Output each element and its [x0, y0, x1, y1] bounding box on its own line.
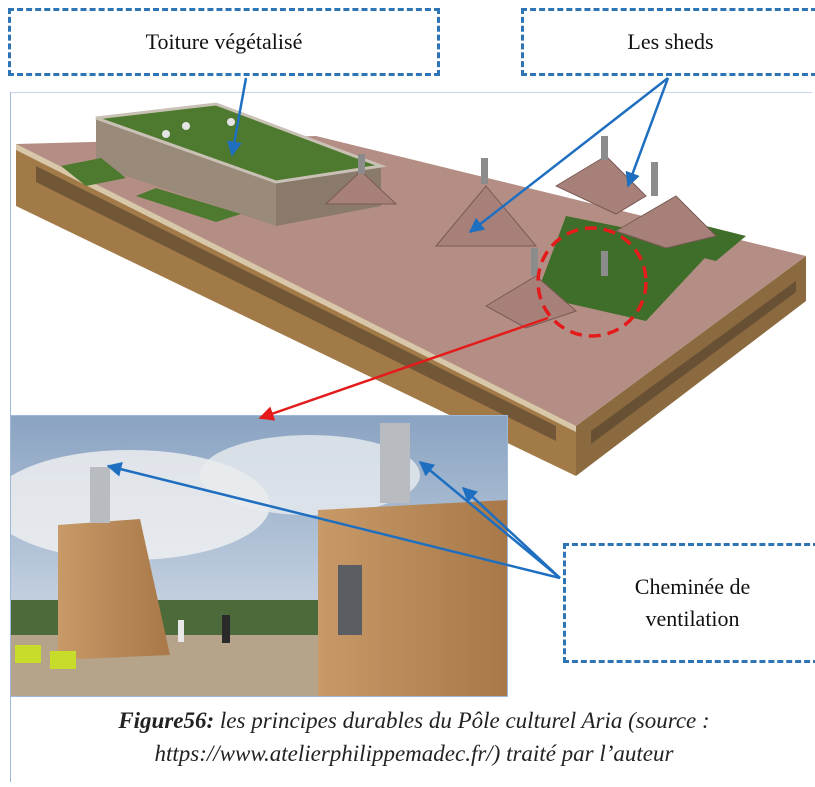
- label-ventilation-chimney: Cheminée de ventilation: [563, 543, 815, 663]
- green-strip-left: [61, 158, 126, 186]
- green-strip-mid: [136, 188, 241, 222]
- label-sheds: Les sheds: [521, 8, 815, 76]
- figure-caption-lead: Figure56:: [118, 708, 215, 733]
- label-green-roof-text: Toiture végétalisé: [145, 29, 303, 55]
- figure-caption-text: les principes durables du Pôle culturel …: [154, 708, 710, 767]
- right-chimney-pipe: [380, 423, 410, 503]
- label-green-roof: Toiture végétalisé: [8, 8, 440, 76]
- figure-caption: Figure56: les principes durables du Pôle…: [14, 704, 814, 771]
- left-chimney-pipe: [90, 467, 110, 523]
- right-chimney-window: [338, 565, 362, 635]
- label-sheds-text: Les sheds: [627, 29, 714, 55]
- label-chimney-line2: ventilation: [645, 606, 740, 631]
- label-chimney-line1: Cheminée de: [634, 574, 751, 600]
- chimney-photo-image: [10, 415, 508, 697]
- green-roof-volume-side: [96, 118, 276, 226]
